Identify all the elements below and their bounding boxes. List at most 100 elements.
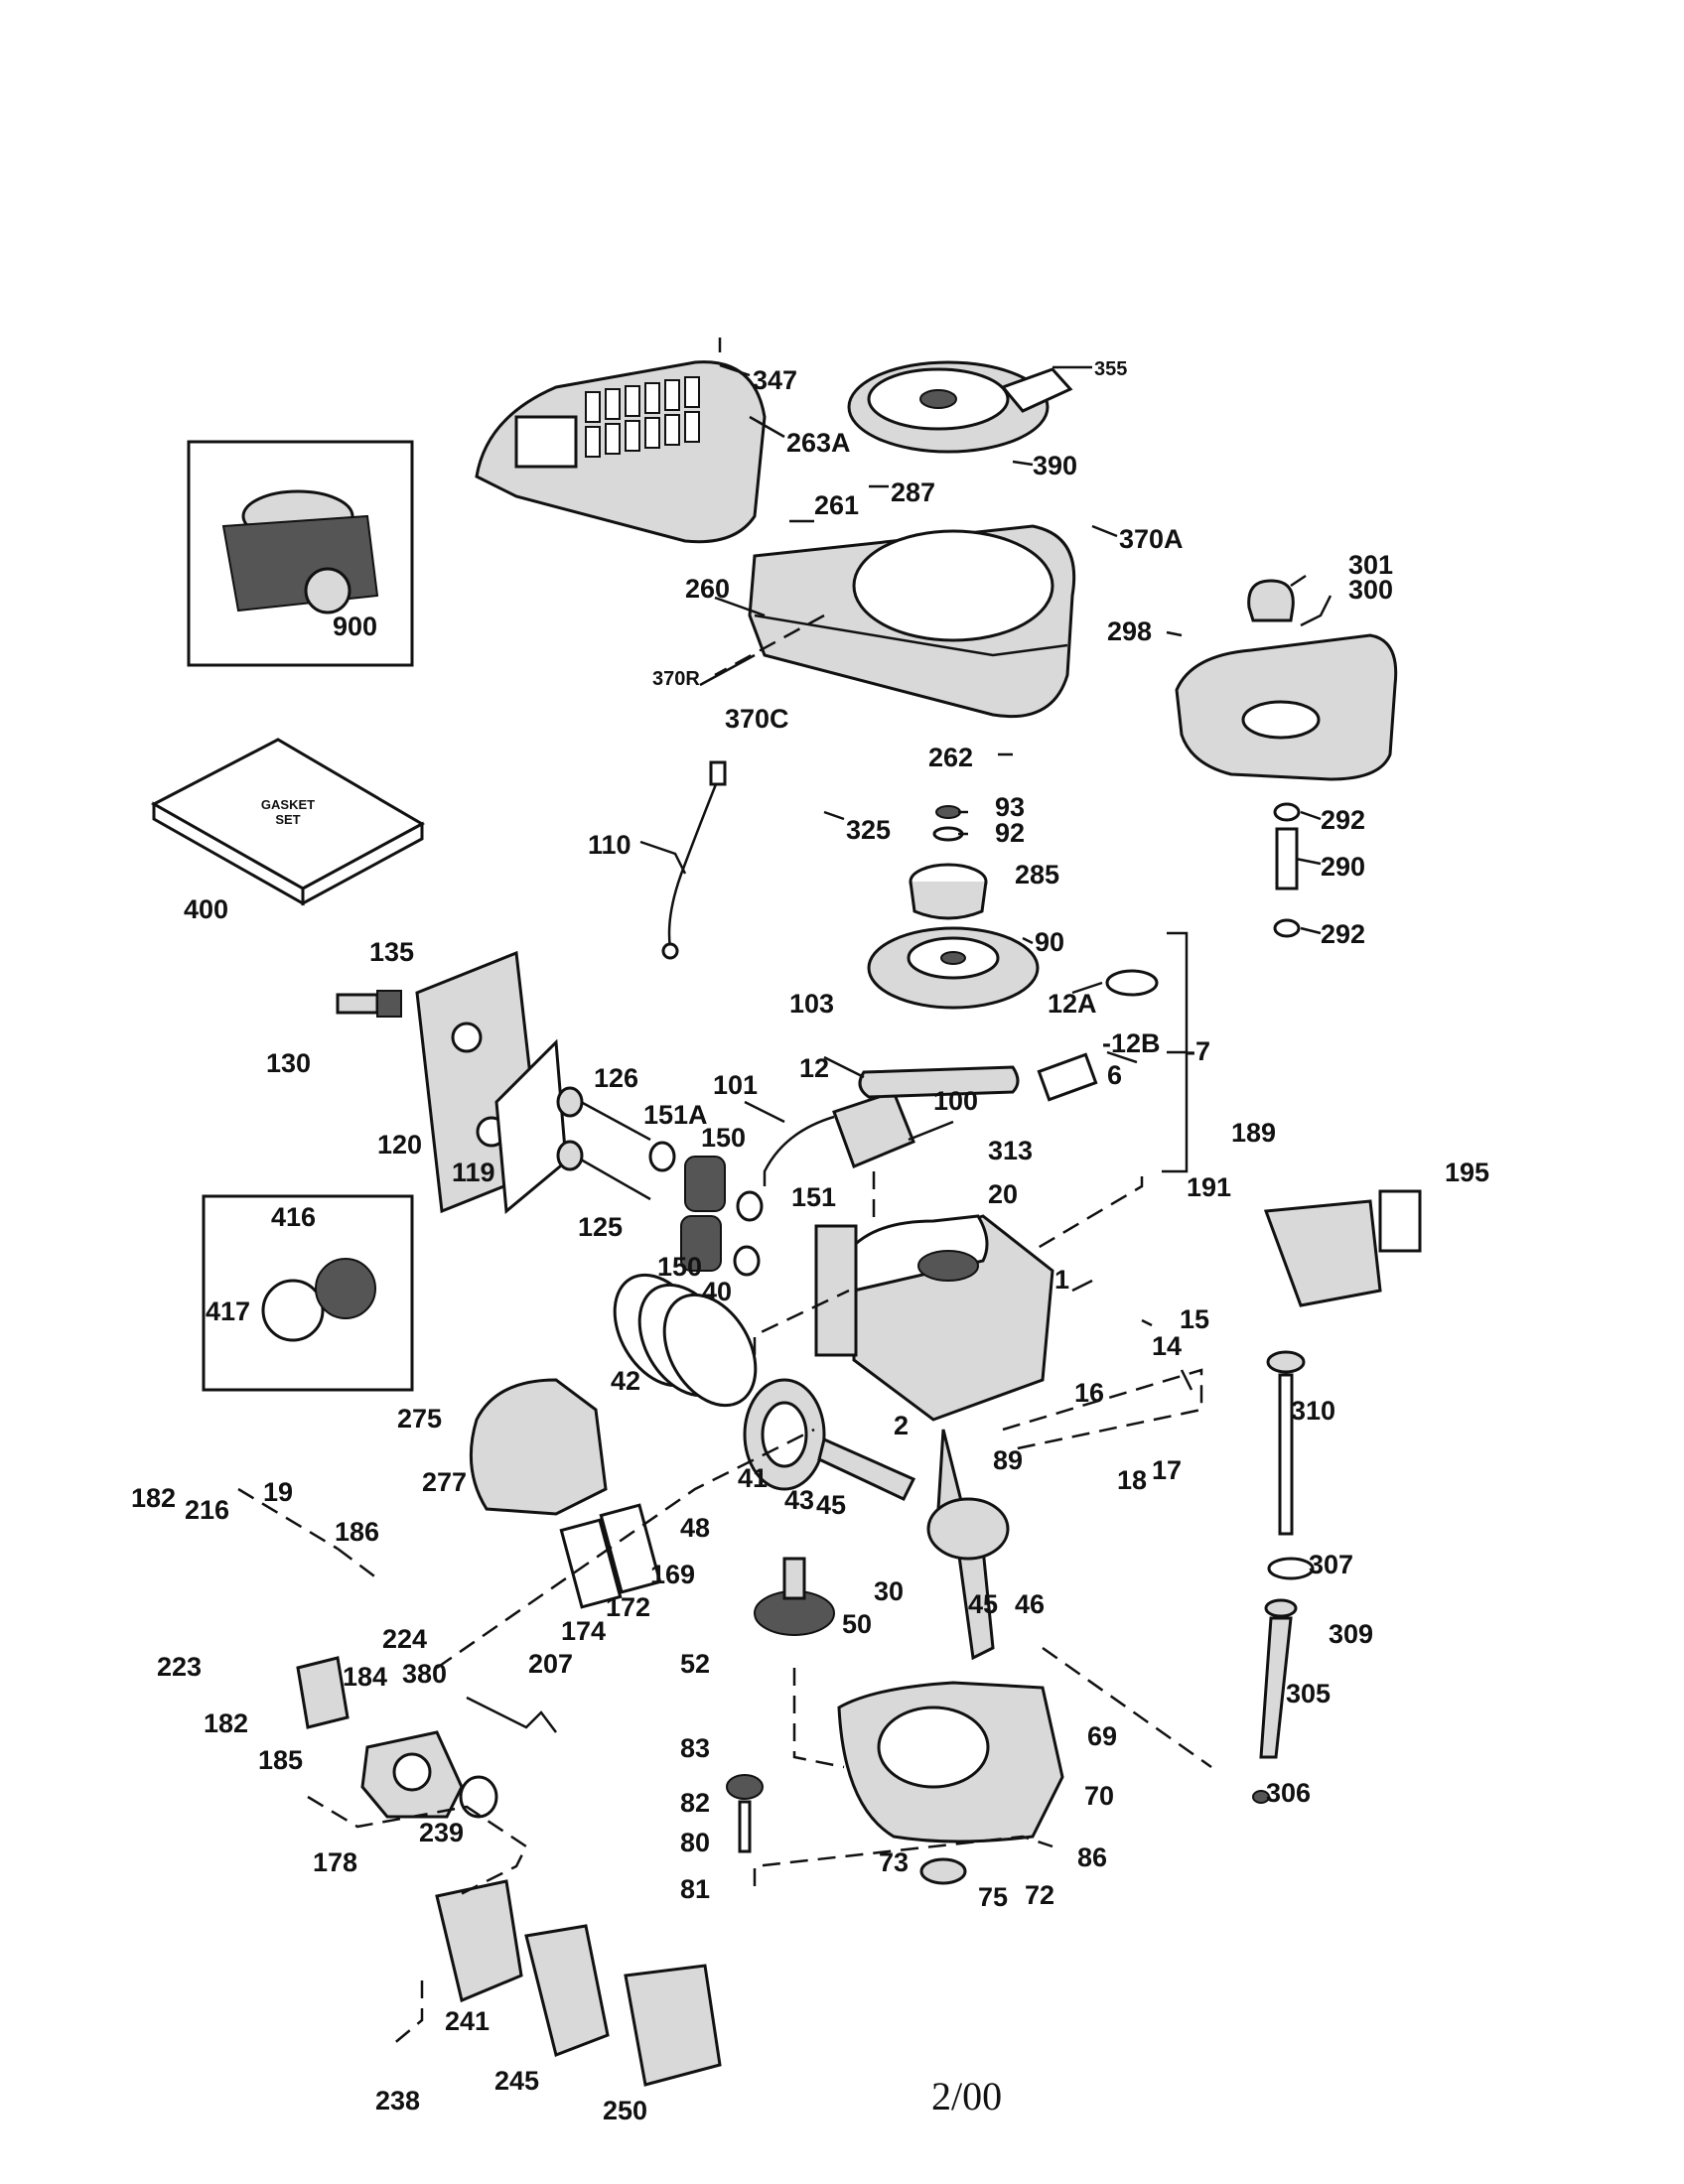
muffler-275 bbox=[469, 1378, 608, 1516]
label-260: 260 bbox=[685, 574, 730, 604]
governor-191 bbox=[1263, 1189, 1422, 1307]
label-169: 169 bbox=[650, 1560, 695, 1589]
camshaft-gear-50 bbox=[754, 1557, 835, 1636]
label-20: 20 bbox=[988, 1179, 1018, 1209]
label-417: 417 bbox=[206, 1297, 250, 1326]
label-110: 110 bbox=[588, 830, 632, 860]
label-355: 355 bbox=[1094, 358, 1127, 380]
starter-cup-285 bbox=[909, 863, 988, 920]
label-7: -7 bbox=[1187, 1036, 1210, 1066]
label-370A: 370A bbox=[1119, 524, 1184, 554]
label-80: 80 bbox=[680, 1828, 710, 1857]
label-241: 241 bbox=[445, 2006, 490, 2036]
label-309: 309 bbox=[1329, 1619, 1373, 1649]
label-150-lower: 150 bbox=[657, 1252, 702, 1282]
label-70: 70 bbox=[1084, 1781, 1114, 1811]
label-151A: 151A bbox=[643, 1100, 708, 1130]
label-81: 81 bbox=[680, 1874, 710, 1904]
label-290: 290 bbox=[1321, 852, 1365, 882]
gasket-set-line2: SET bbox=[275, 812, 300, 827]
leader-lines bbox=[639, 338, 1333, 1391]
label-93: 93 bbox=[995, 792, 1025, 822]
label-189: 189 bbox=[1231, 1118, 1276, 1148]
label-224: 224 bbox=[382, 1624, 427, 1654]
label-301: 301 bbox=[1348, 550, 1393, 580]
label-69: 69 bbox=[1087, 1721, 1117, 1751]
label-30: 30 bbox=[874, 1576, 904, 1606]
label-12: 12 bbox=[799, 1053, 829, 1083]
crankshaft-30 bbox=[926, 1429, 1010, 1661]
valve-retainer-151a bbox=[736, 1190, 764, 1222]
label-172: 172 bbox=[606, 1592, 650, 1622]
label-135: 135 bbox=[369, 937, 414, 967]
valve-retainer-151b bbox=[733, 1245, 761, 1277]
label-263A: 263A bbox=[786, 428, 851, 458]
label-239: 239 bbox=[419, 1818, 464, 1847]
label-12B: -12B bbox=[1102, 1028, 1161, 1058]
label-50: 50 bbox=[842, 1609, 872, 1639]
label-305: 305 bbox=[1286, 1679, 1331, 1708]
oil-pump-gear-82 bbox=[726, 1774, 764, 1853]
label-103: 103 bbox=[789, 989, 834, 1019]
engine-cover-263A bbox=[475, 360, 767, 544]
revision-date: 2/00 bbox=[931, 2074, 1002, 2118]
label-207: 207 bbox=[528, 1649, 573, 1679]
carburetor-380 bbox=[360, 1730, 464, 1819]
label-370C: 370C bbox=[725, 704, 789, 734]
label-12A: 12A bbox=[1048, 989, 1097, 1019]
fuel-hose-290 bbox=[1273, 802, 1301, 938]
label-416: 416 bbox=[271, 1202, 316, 1232]
label-45-bolt: 45 bbox=[968, 1589, 998, 1619]
flywheel-90 bbox=[867, 926, 1040, 1010]
label-261: 261 bbox=[814, 490, 859, 520]
label-41: 41 bbox=[738, 1463, 768, 1493]
label-277: 277 bbox=[422, 1467, 467, 1497]
label-48: 48 bbox=[680, 1513, 710, 1543]
label-43: 43 bbox=[784, 1485, 814, 1515]
label-306: 306 bbox=[1266, 1778, 1311, 1808]
label-238: 238 bbox=[375, 2086, 420, 2116]
label-1: 1 bbox=[1054, 1265, 1069, 1295]
label-18: 18 bbox=[1117, 1465, 1147, 1495]
label-285: 285 bbox=[1015, 860, 1059, 889]
label-86: 86 bbox=[1077, 1843, 1107, 1872]
label-390: 390 bbox=[1033, 451, 1077, 480]
label-313: 313 bbox=[988, 1136, 1033, 1165]
label-2: 2 bbox=[894, 1411, 909, 1440]
label-72: 72 bbox=[1025, 1880, 1054, 1910]
label-275: 275 bbox=[397, 1404, 442, 1433]
oil-sump-70 bbox=[837, 1681, 1064, 1843]
breather-tube-12 bbox=[858, 969, 1159, 1102]
label-82: 82 bbox=[680, 1788, 710, 1818]
label-119: 119 bbox=[452, 1158, 495, 1187]
label-186: 186 bbox=[335, 1517, 379, 1547]
label-151: 151 bbox=[791, 1182, 836, 1212]
oil-seal-75 bbox=[919, 1857, 967, 1885]
label-178: 178 bbox=[313, 1847, 357, 1877]
label-52: 52 bbox=[680, 1649, 710, 1679]
label-83: 83 bbox=[680, 1733, 710, 1763]
label-191: 191 bbox=[1187, 1172, 1231, 1202]
valve-126 bbox=[556, 1086, 651, 1142]
valve-seal-151A bbox=[648, 1141, 676, 1172]
label-223: 223 bbox=[157, 1652, 202, 1682]
gasket-set-box-400: GASKET SET bbox=[150, 738, 426, 906]
label-92: 92 bbox=[995, 818, 1025, 848]
label-6: 6 bbox=[1107, 1060, 1122, 1090]
engine-block-1 bbox=[814, 1214, 1054, 1422]
label-45-rod: 45 bbox=[816, 1490, 846, 1520]
spark-plug-135 bbox=[336, 990, 402, 1018]
label-307: 307 bbox=[1309, 1550, 1353, 1579]
label-347: 347 bbox=[753, 365, 797, 395]
label-182-upper: 182 bbox=[131, 1483, 176, 1513]
spark-plug-wire-110 bbox=[661, 760, 727, 960]
label-75: 75 bbox=[978, 1882, 1008, 1912]
label-216: 216 bbox=[185, 1495, 229, 1525]
valve-spring-150-upper bbox=[684, 1156, 726, 1212]
label-125: 125 bbox=[578, 1212, 623, 1242]
part-labels: 347 355 263A 390 287 261 370A 260 370R 3… bbox=[131, 358, 1489, 2125]
dipstick-310 bbox=[1266, 1350, 1306, 1536]
label-250: 250 bbox=[603, 2096, 647, 2125]
label-298: 298 bbox=[1107, 616, 1152, 646]
